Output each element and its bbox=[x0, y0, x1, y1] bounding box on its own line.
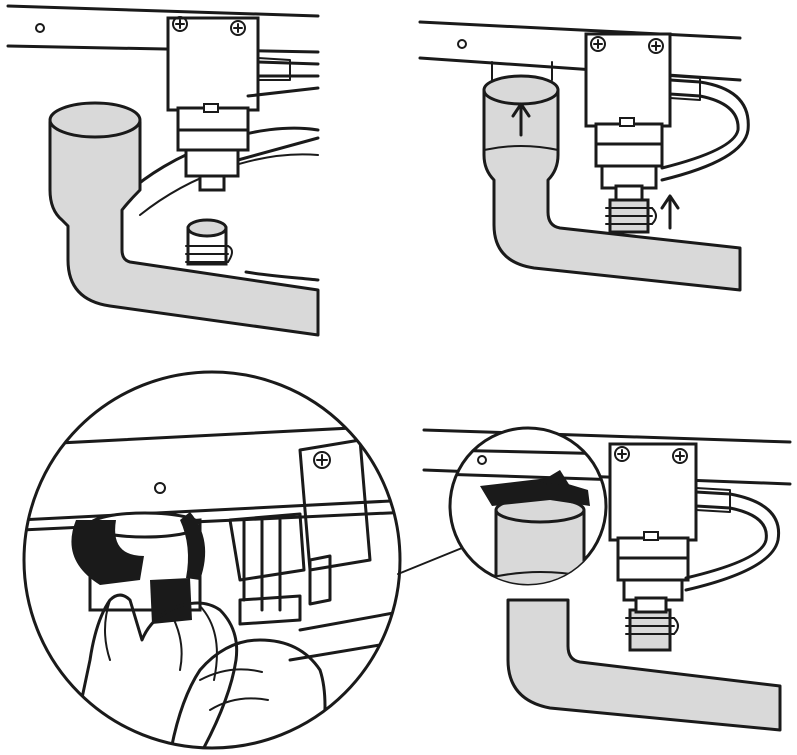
magnifier-circle bbox=[22, 370, 402, 750]
frame-rail bbox=[6, 4, 320, 54]
screw-icon bbox=[614, 446, 630, 462]
rail-hole bbox=[457, 39, 467, 49]
panel-bottom-left bbox=[22, 370, 463, 750]
pump-stub bbox=[605, 198, 657, 234]
up-arrow-icon bbox=[511, 102, 531, 137]
screw-icon bbox=[313, 451, 331, 469]
tub-bottom bbox=[244, 270, 320, 282]
panel-top-right bbox=[418, 20, 750, 292]
screw-icon bbox=[172, 16, 188, 32]
screw-icon bbox=[672, 448, 688, 464]
hand bbox=[168, 638, 327, 748]
rail-hole bbox=[35, 23, 45, 33]
hose-end bbox=[48, 101, 142, 139]
pump-stub bbox=[625, 608, 679, 652]
drain-hose bbox=[482, 88, 742, 292]
screw-icon bbox=[648, 38, 664, 54]
callout-line bbox=[397, 547, 463, 575]
drain-hose bbox=[48, 120, 320, 337]
frame-rail bbox=[418, 20, 742, 82]
water-valve bbox=[584, 32, 750, 202]
drain-hose bbox=[506, 598, 782, 732]
magnified-detail bbox=[450, 448, 606, 584]
screw-icon bbox=[230, 20, 246, 36]
pump-stub bbox=[185, 218, 233, 266]
water-valve bbox=[608, 442, 781, 614]
screw-icon bbox=[590, 36, 606, 52]
water-valve bbox=[166, 16, 320, 192]
panel-bottom-right bbox=[422, 426, 792, 732]
up-arrow-icon bbox=[660, 194, 680, 230]
magnified-detail bbox=[24, 423, 400, 748]
panel-top-left bbox=[6, 4, 320, 337]
hose-clamp bbox=[71, 520, 144, 585]
